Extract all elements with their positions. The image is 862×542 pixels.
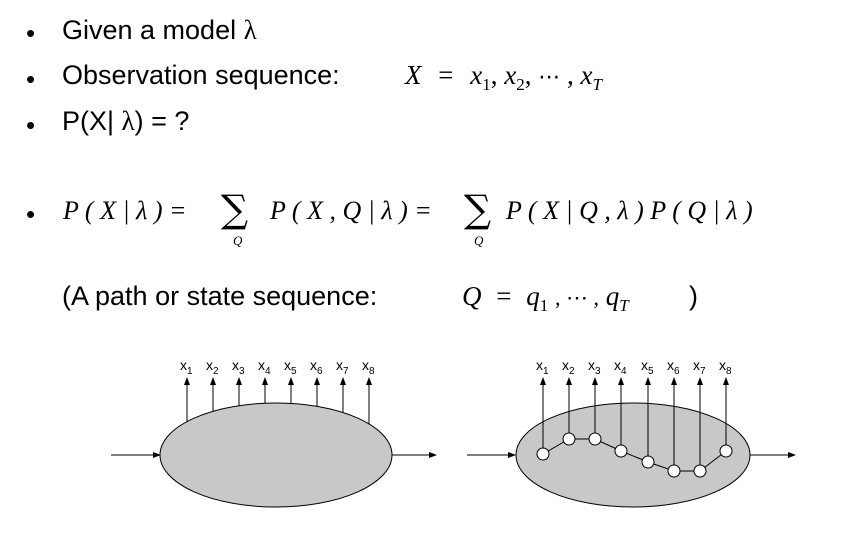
state-node — [536, 447, 550, 461]
probability-question: P(X| λ) = ? — [62, 108, 189, 135]
output-label: x1 — [180, 357, 193, 377]
formula-lhs: P ( X | λ ) = — [63, 196, 187, 225]
model-diagram: x1 x2 x3 x4 x5 x6 x7 x8 — [111, 357, 437, 508]
math-comma: , — [566, 60, 574, 90]
output-label: x8 — [719, 357, 732, 377]
state-node — [667, 464, 681, 478]
math-comma: , — [524, 60, 532, 90]
math-qT: q — [605, 281, 620, 311]
state-sequence-formula: Q = q1 , ⋯ , qT — [462, 281, 629, 315]
state-node — [588, 432, 602, 446]
math-dots: , ⋯ , — [554, 285, 599, 310]
state-node — [693, 464, 707, 478]
lambda-symbol: λ — [121, 106, 135, 136]
output-label: x5 — [641, 357, 654, 377]
output-label: x7 — [336, 357, 349, 377]
math-Q: Q — [462, 281, 482, 311]
bullet-marker: • — [26, 199, 36, 229]
lambda-symbol: λ — [243, 15, 257, 45]
observation-sequence-formula: X = x1, x2, ⋯ , xT — [405, 60, 602, 94]
state-node — [641, 455, 655, 469]
math-sub-1: 1 — [482, 75, 491, 94]
math-equals: = — [496, 281, 512, 311]
bullet-marker: • — [26, 64, 36, 94]
formula-middle: P ( X , Q | λ ) = — [270, 196, 432, 225]
math-X: X — [405, 60, 422, 90]
math-dots: ⋯ — [538, 65, 561, 90]
prob-text-1: P(X| — [62, 106, 122, 136]
math-comma: , — [490, 60, 498, 90]
model-ellipse — [159, 402, 393, 508]
math-q1: q — [526, 281, 540, 311]
math-sub-1: 1 — [539, 296, 549, 315]
state-node — [614, 444, 628, 458]
output-label: x3 — [232, 357, 245, 377]
math-sub-T: T — [592, 75, 602, 94]
output-label: x7 — [693, 357, 706, 377]
output-label: x2 — [206, 357, 219, 377]
output-label: x2 — [562, 357, 575, 377]
sum-subscript-1: Q — [233, 233, 243, 248]
math-x1: x — [470, 60, 483, 90]
math-sub-T: T — [619, 296, 629, 315]
state-node — [562, 432, 576, 446]
math-x2: x — [504, 60, 517, 90]
sum-symbol-1: ∑ — [221, 187, 249, 231]
math-sub-2: 2 — [516, 75, 525, 94]
prob-text-2: ) = ? — [134, 106, 190, 136]
observation-sequence-label: Observation sequence: — [62, 60, 340, 90]
model-ellipse — [515, 402, 751, 508]
output-label: x4 — [614, 357, 627, 377]
formula-rhs: P ( X | Q , λ ) P ( Q | λ ) — [506, 196, 753, 225]
output-label: x4 — [258, 357, 271, 377]
given-model-line: Given a model λ — [62, 17, 257, 44]
sum-subscript-2: Q — [474, 233, 484, 248]
output-label: x6 — [310, 357, 323, 377]
bullet-marker: • — [26, 110, 36, 140]
bullet-marker: • — [26, 18, 36, 48]
sum-symbol-2: ∑ — [464, 187, 492, 231]
path-note-label: (A path or state sequence: — [62, 281, 378, 311]
path-note-close: ) — [689, 281, 698, 311]
output-label: x1 — [536, 357, 549, 377]
output-label: x8 — [362, 357, 375, 377]
output-label: x3 — [588, 357, 601, 377]
math-equals: = — [438, 60, 454, 90]
state-node — [719, 444, 733, 458]
output-label: x5 — [284, 357, 297, 377]
output-label: x6 — [667, 357, 680, 377]
state-path-diagram: x1 x2 x3 x4 x5 x6 x7 x8 — [467, 357, 796, 508]
math-xT: x — [580, 60, 593, 90]
given-model-text: Given a model — [62, 15, 244, 45]
